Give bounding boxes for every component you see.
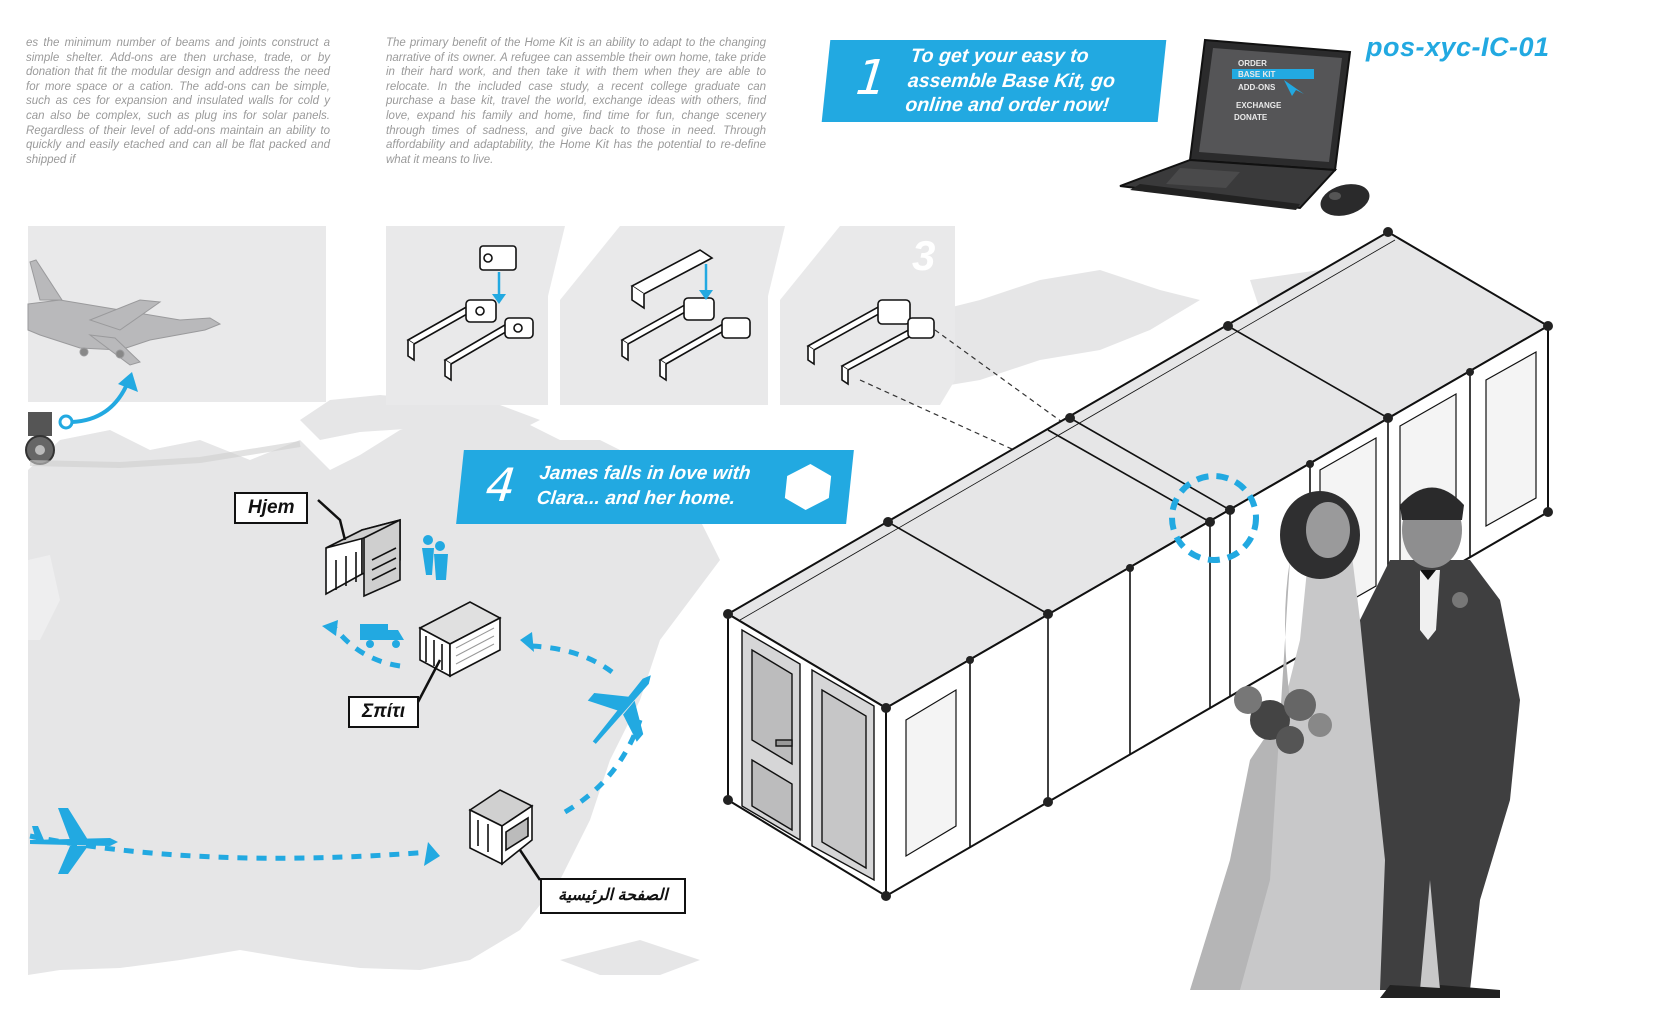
truck-icon [360,624,404,648]
step-2-number: 2 [779,232,803,279]
cube-icon [784,464,832,510]
cursor-icon [1284,80,1304,96]
couple-icon [422,535,448,580]
label-spiti: Σπίτι [348,696,420,728]
wedding-couple-photo [1190,487,1520,998]
banner-4-number: 4 [483,458,519,512]
description-middle: The primary benefit of the Home Kit is a… [386,37,766,166]
banner-1-text: To get your easy to assemble Base Kit, g… [904,45,1117,116]
menu-exchange: EXCHANGE [1236,101,1282,110]
house-arabic [468,789,534,866]
airplane-icon [30,808,118,874]
banner-step-4: 4 James falls in love with Clara... and … [456,450,854,524]
laptop-icon: ORDER BASE KIT ADD-ONS EXCHANGE DONATE [1119,38,1352,210]
step-2-beams [620,249,751,382]
airplane-icon-2 [587,675,651,744]
tractor-icon [25,412,55,465]
banner-step-1: 1 To get your easy to assemble Base Kit,… [821,40,1167,122]
step-1-beams [406,245,534,382]
world-map [28,270,1420,975]
step-3-number: 3 [912,232,935,279]
code-label: pos-xyc-IC-01 [1366,32,1550,62]
label-arabic: الصفحة الرئيسية [540,878,686,914]
cargo-airplane-icon [27,259,222,366]
banner-4-text: James falls in love with Clara... and he… [535,463,752,509]
step-1-number: 1 [562,232,585,279]
menu-add-ons: ADD-ONS [1238,83,1276,92]
menu-base-kit: BASE KIT [1238,70,1275,79]
assembly-steps-panel: 1 2 3 [386,226,955,405]
description-left: es the minimum number of beams and joint… [26,37,330,166]
laptop-menu: ORDER BASE KIT ADD-ONS EXCHANGE DONATE [1232,59,1314,122]
banner-1-number: 1 [853,50,890,106]
house-hjem [325,518,401,598]
step-3-beams [806,299,935,386]
menu-donate: DONATE [1234,113,1268,122]
mouse-icon [1320,184,1370,216]
label-hjem: Hjem [234,492,309,524]
menu-order: ORDER [1238,59,1267,68]
